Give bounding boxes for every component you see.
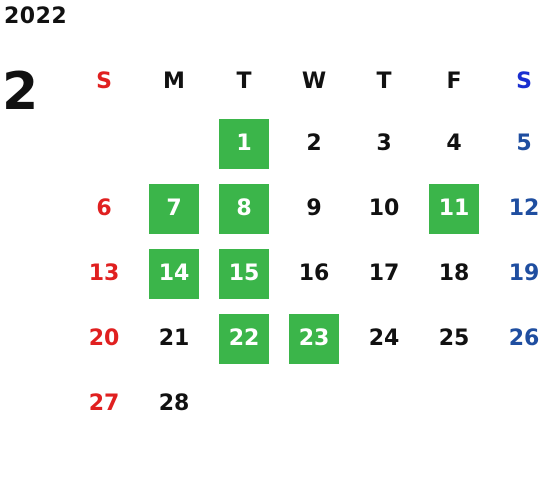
day-number: 10: [368, 196, 400, 221]
year-label: 2022: [4, 4, 68, 29]
day-number: 22: [219, 313, 269, 364]
day-number: 23: [289, 313, 339, 364]
day-cell-15[interactable]: 15: [209, 241, 279, 306]
weekday-header-sun: S: [96, 68, 112, 94]
day-cell-14[interactable]: 14: [139, 241, 209, 306]
day-cell-10[interactable]: 10: [349, 176, 419, 241]
day-cell-9[interactable]: 9: [279, 176, 349, 241]
weekday-header-thu: T: [376, 68, 392, 94]
day-cell-26[interactable]: 26: [489, 306, 548, 371]
day-number: 13: [88, 261, 120, 286]
day-number: 14: [149, 248, 199, 299]
weekday-header-tue: T: [236, 68, 252, 94]
day-number: 15: [219, 248, 269, 299]
day-number: 7: [149, 183, 199, 234]
day-number: 24: [368, 326, 400, 351]
day-number: 18: [438, 261, 470, 286]
weekday-header-wed: W: [301, 68, 327, 94]
day-number: 5: [516, 131, 532, 156]
day-cell-5[interactable]: 5: [489, 111, 548, 176]
empty-day-cell: [139, 111, 209, 176]
day-number: 1: [219, 118, 269, 169]
day-cell-11[interactable]: 11: [419, 176, 489, 241]
day-number: 17: [368, 261, 400, 286]
empty-day-cell: [69, 111, 139, 176]
day-cell-16[interactable]: 16: [279, 241, 349, 306]
weekday-header-fri: F: [446, 68, 462, 94]
day-cell-23[interactable]: 23: [279, 306, 349, 371]
day-number: 11: [429, 183, 479, 234]
day-cell-20[interactable]: 20: [69, 306, 139, 371]
day-number: 20: [88, 326, 120, 351]
day-number: 12: [508, 196, 540, 221]
day-cell-3[interactable]: 3: [349, 111, 419, 176]
day-number: 8: [219, 183, 269, 234]
day-cell-2[interactable]: 2: [279, 111, 349, 176]
day-cell-13[interactable]: 13: [69, 241, 139, 306]
day-number: 16: [298, 261, 330, 286]
day-cell-19[interactable]: 19: [489, 241, 548, 306]
day-cell-18[interactable]: 18: [419, 241, 489, 306]
day-cell-8[interactable]: 8: [209, 176, 279, 241]
day-number: 27: [88, 391, 120, 416]
day-cell-27[interactable]: 27: [69, 371, 139, 436]
day-number: 19: [508, 261, 540, 286]
day-number: 3: [376, 131, 392, 156]
day-cell-4[interactable]: 4: [419, 111, 489, 176]
day-cell-6[interactable]: 6: [69, 176, 139, 241]
day-cell-17[interactable]: 17: [349, 241, 419, 306]
day-cell-22[interactable]: 22: [209, 306, 279, 371]
day-cell-24[interactable]: 24: [349, 306, 419, 371]
month-label: 2: [2, 62, 39, 122]
day-cell-25[interactable]: 25: [419, 306, 489, 371]
weekday-header-sat: S: [516, 68, 532, 94]
day-number: 21: [158, 326, 190, 351]
day-cell-7[interactable]: 7: [139, 176, 209, 241]
day-cell-12[interactable]: 12: [489, 176, 548, 241]
day-number: 28: [158, 391, 190, 416]
day-number: 9: [306, 196, 322, 221]
day-number: 6: [96, 196, 112, 221]
day-number: 26: [508, 326, 540, 351]
day-cell-28[interactable]: 28: [139, 371, 209, 436]
day-number: 4: [446, 131, 462, 156]
day-cell-1[interactable]: 1: [209, 111, 279, 176]
day-number: 2: [306, 131, 322, 156]
weekday-header-mon: M: [163, 68, 185, 94]
day-cell-21[interactable]: 21: [139, 306, 209, 371]
day-number: 25: [438, 326, 470, 351]
